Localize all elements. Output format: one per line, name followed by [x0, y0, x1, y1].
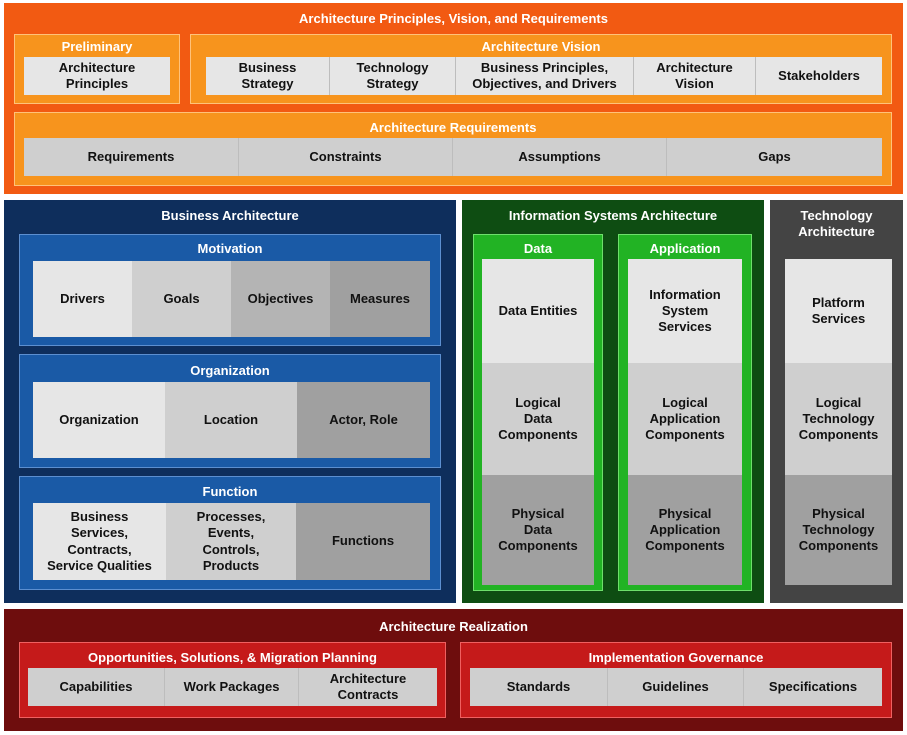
- guidelines-cell: Guidelines: [608, 668, 744, 706]
- physical-application-components-cell: Physical Application Components: [628, 475, 742, 585]
- logical-data-components-cell: Logical Data Components: [482, 363, 594, 475]
- information-systems-title: Information Systems Architecture: [508, 207, 718, 223]
- opportunities-title: Opportunities, Solutions, & Migration Pl…: [88, 649, 377, 665]
- business-principles-cell: Business Principles, Objectives, and Dri…: [456, 57, 634, 95]
- gaps-cell: Gaps: [667, 138, 882, 176]
- business-architecture-title: Business Architecture: [161, 207, 299, 223]
- technology-architecture-title: Technology Architecture: [798, 207, 875, 239]
- architecture-requirements-title: Architecture Requirements: [369, 119, 537, 135]
- data-title: Data: [523, 240, 553, 256]
- standards-cell: Standards: [470, 668, 608, 706]
- preliminary-title: Preliminary: [61, 38, 133, 54]
- organization-title: Organization: [190, 362, 270, 378]
- assumptions-cell: Assumptions: [453, 138, 667, 176]
- physical-data-components-cell: Physical Data Components: [482, 475, 594, 585]
- motivation-title: Motivation: [197, 240, 263, 256]
- architecture-vision-title: Architecture Vision: [481, 38, 601, 54]
- architecture-principles-cell: Architecture Principles: [24, 57, 170, 95]
- organization-cell: Organization: [33, 382, 165, 458]
- goals-cell: Goals: [132, 261, 231, 337]
- logical-technology-components-cell: Logical Technology Components: [785, 363, 892, 475]
- information-system-services-cell: Information System Services: [628, 259, 742, 363]
- measures-cell: Measures: [330, 261, 430, 337]
- architecture-contracts-cell: Architecture Contracts: [299, 668, 437, 706]
- application-title: Application: [649, 240, 721, 256]
- functions-cell: Functions: [296, 503, 430, 580]
- function-title: Function: [202, 483, 258, 499]
- technology-strategy-cell: Technology Strategy: [330, 57, 456, 95]
- business-strategy-cell: Business Strategy: [206, 57, 330, 95]
- location-cell: Location: [165, 382, 297, 458]
- platform-services-cell: Platform Services: [785, 259, 892, 363]
- objectives-cell: Objectives: [231, 261, 330, 337]
- requirements-cell: Requirements: [24, 138, 239, 176]
- data-entities-cell: Data Entities: [482, 259, 594, 363]
- processes-cell: Processes, Events, Controls, Products: [166, 503, 296, 580]
- implementation-governance-title: Implementation Governance: [588, 649, 764, 665]
- business-services-cell: Business Services, Contracts, Service Qu…: [33, 503, 166, 580]
- work-packages-cell: Work Packages: [165, 668, 299, 706]
- logical-application-components-cell: Logical Application Components: [628, 363, 742, 475]
- stakeholders-cell: Stakeholders: [756, 57, 882, 95]
- architecture-vision-cell: Architecture Vision: [634, 57, 756, 95]
- actor-role-cell: Actor, Role: [297, 382, 430, 458]
- constraints-cell: Constraints: [239, 138, 453, 176]
- specifications-cell: Specifications: [744, 668, 882, 706]
- principles-section-title: Architecture Principles, Vision, and Req…: [299, 10, 608, 26]
- drivers-cell: Drivers: [33, 261, 132, 337]
- capabilities-cell: Capabilities: [28, 668, 165, 706]
- architecture-realization-title: Architecture Realization: [379, 618, 528, 634]
- physical-technology-components-cell: Physical Technology Components: [785, 475, 892, 585]
